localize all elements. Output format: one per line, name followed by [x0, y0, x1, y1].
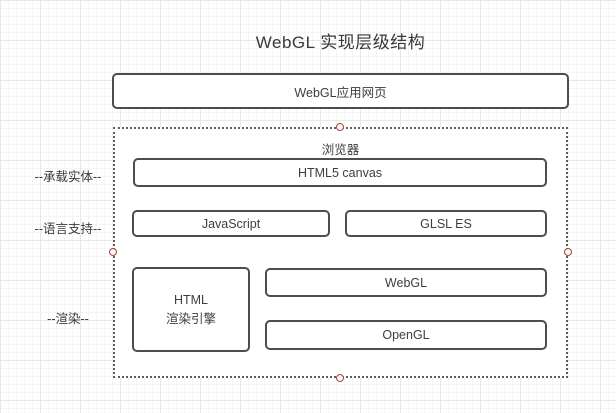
shape-webgl-app-page-label: WebGL应用网页 [294, 85, 387, 100]
shape-opengl-label: OpenGL [382, 328, 430, 342]
browser-group-label: 浏览器 [321, 143, 360, 157]
side-label-hosting-entity: --承载实体-- [34, 170, 102, 184]
side-label-language-support: --语言支持-- [34, 222, 102, 236]
shape-glsl-es-label: GLSL ES [420, 216, 472, 231]
shape-webgl[interactable]: WebGL [265, 268, 547, 297]
shape-javascript-label: JavaScript [201, 216, 261, 231]
shape-webgl-label: WebGL [384, 275, 428, 290]
shape-javascript[interactable]: JavaScript [132, 210, 330, 237]
shape-html-render-engine-label-line1: HTML [173, 293, 209, 308]
selection-handle-right[interactable] [564, 248, 572, 256]
shape-html-render-engine-label-line2: 渲染引擎 [165, 311, 216, 326]
side-label-rendering: --渲染-- [47, 312, 89, 326]
shape-opengl[interactable]: OpenGL [265, 320, 547, 350]
diagram-title: WebGL 实现层级结构 [255, 33, 426, 52]
shape-html5-canvas-label: HTML5 canvas [297, 165, 383, 180]
shape-html5-canvas[interactable]: HTML5 canvas [133, 158, 547, 187]
selection-handle-left[interactable] [109, 248, 117, 256]
selection-handle-top[interactable] [336, 123, 344, 131]
selection-handle-bottom[interactable] [336, 374, 344, 382]
shape-html-render-engine[interactable]: HTML 渲染引擎 [132, 267, 250, 352]
shape-glsl-es[interactable]: GLSL ES [345, 210, 547, 237]
shape-webgl-app-page[interactable]: WebGL应用网页 [112, 73, 569, 109]
